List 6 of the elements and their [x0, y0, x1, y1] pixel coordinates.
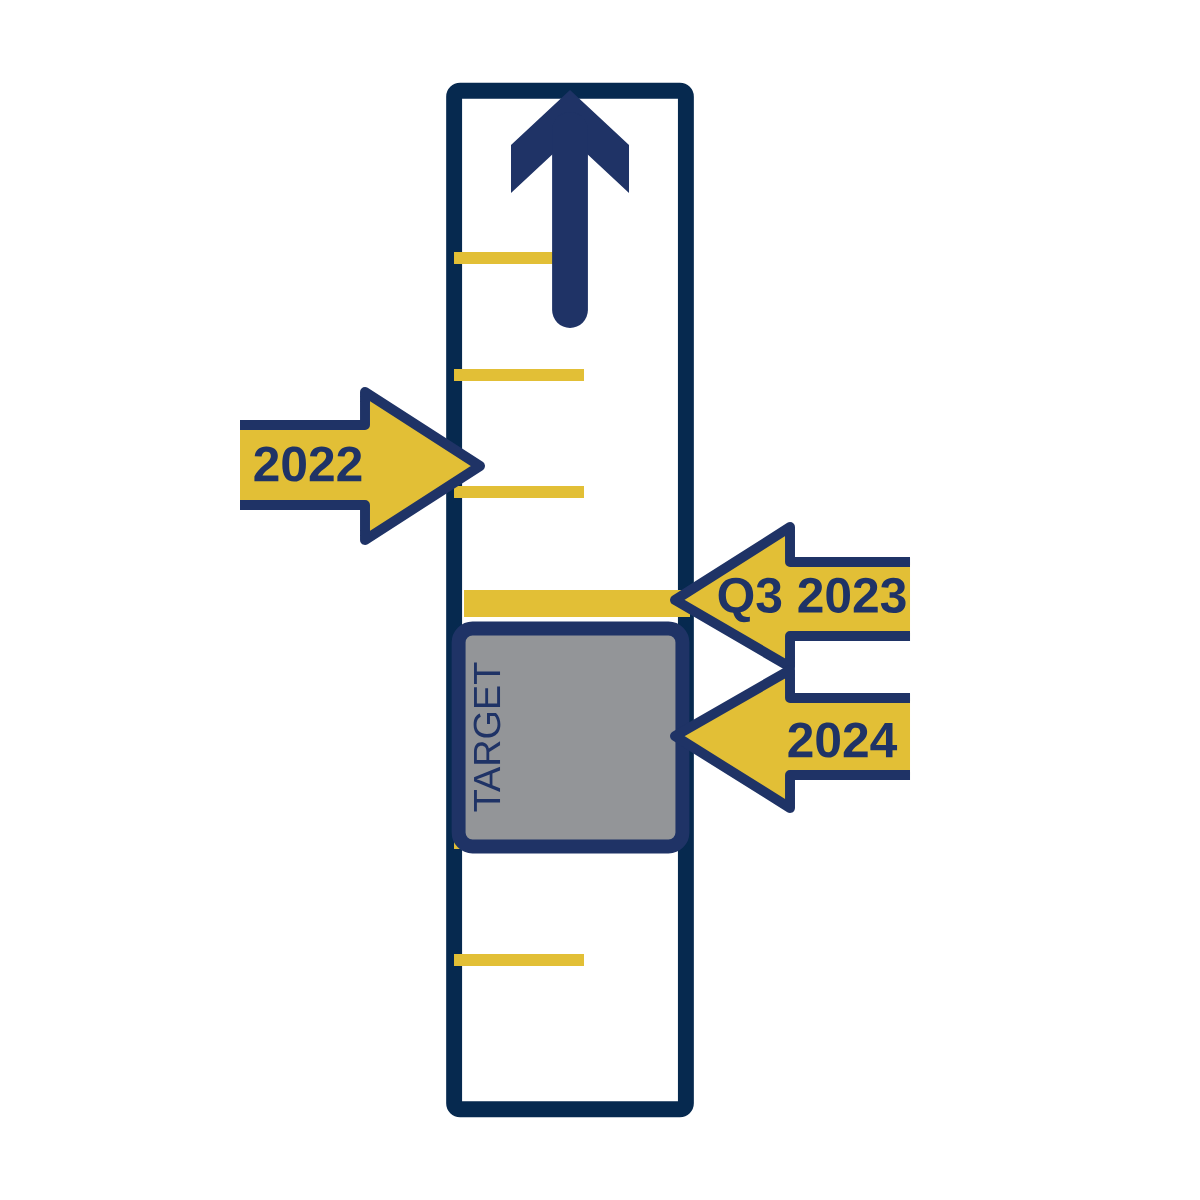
- target-box: [451, 621, 690, 854]
- arrow-callout: 2022: [240, 387, 485, 545]
- gauge-column: [446, 82, 694, 1118]
- arrow-callout: 2024: [670, 665, 910, 813]
- box-label: TARGET: [473, 662, 501, 812]
- arrow-callout: Q3 2023: [670, 522, 910, 672]
